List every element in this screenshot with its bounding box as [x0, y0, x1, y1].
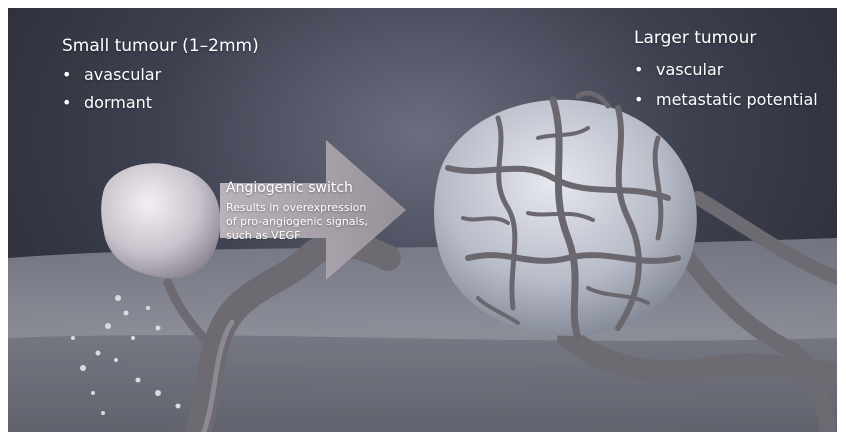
small-tumour-heading: Small tumour (1–2mm) [62, 36, 259, 56]
large-tumour-heading: Larger tumour [634, 28, 756, 48]
tissue-shadow [8, 335, 837, 432]
large-tumour-bullet-vascular: vascular [634, 60, 723, 79]
angiogenic-note-line-2: of pro-angiogenic signals, [226, 215, 368, 228]
angiogenic-note-line-1: Results in overexpression [226, 201, 366, 214]
illustration-frame: Small tumour (1–2mm) avascular dormant L… [8, 8, 837, 432]
angiogenic-switch-label: Angiogenic switch [226, 180, 353, 196]
small-tumour-bullet-dormant: dormant [62, 93, 152, 112]
angiogenic-note-line-3: such as VEGF [226, 229, 301, 242]
large-tumour-bullet-metastatic: metastatic potential [634, 90, 818, 109]
small-tumour-bullet-avascular: avascular [62, 65, 161, 84]
